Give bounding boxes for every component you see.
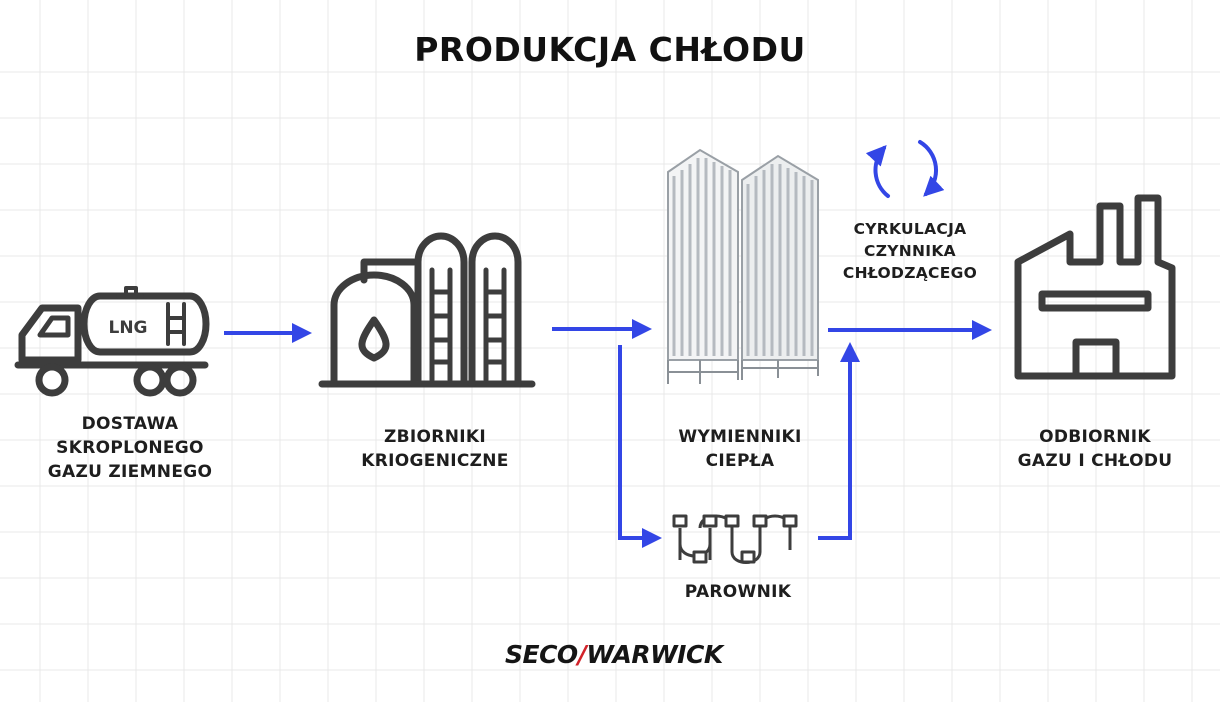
page-title: PRODUKCJA CHŁODU (414, 30, 806, 69)
lng-badge: LNG (108, 318, 147, 338)
flow-arrows (224, 319, 992, 548)
factory-icon (1014, 194, 1176, 380)
label-circulation: CYRKULACJA CZYNNIKA CHŁODZĄCEGO (842, 220, 978, 282)
label-vaporizer: PAROWNIK (684, 582, 792, 602)
label-factory: ODBIORNIK GAZU I CHŁODU (1017, 427, 1173, 471)
arrow-tanks-to-vaporizer (618, 345, 662, 548)
lng-truck-icon (14, 286, 210, 397)
cryogenic-tanks-icon (318, 232, 536, 388)
seco-warwick-logo: SECO/WARWICK (505, 640, 723, 669)
label-exchangers: WYMIENNIKI CIEPŁA (678, 427, 802, 471)
circulation-icon (865, 140, 945, 198)
label-truck: DOSTAWA SKROPLONEGO GAZU ZIEMNEGO (47, 414, 213, 482)
vaporizer-icon (672, 514, 798, 564)
arrow-vaporizer-to-output (818, 342, 860, 540)
label-tanks: ZBIORNIKI KRIOGENICZNE (361, 427, 509, 471)
heat-exchanger-icon (667, 148, 819, 384)
